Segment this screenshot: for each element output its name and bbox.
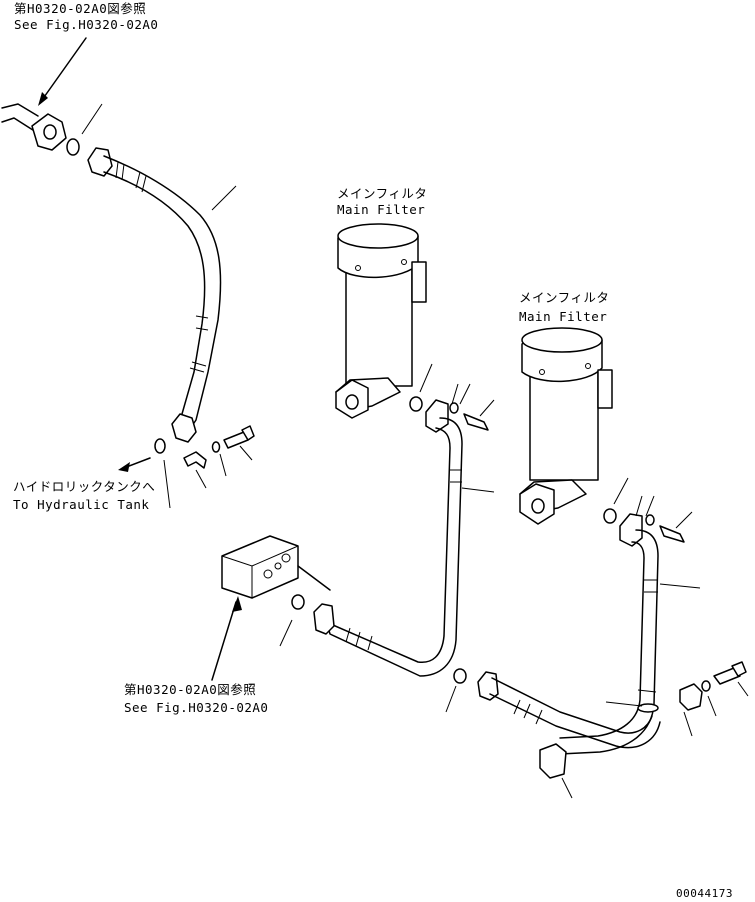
pipe-outer [325, 417, 463, 677]
ref-top-leader [41, 37, 87, 101]
leader-line [219, 453, 227, 477]
pipe-flange [313, 603, 335, 635]
pipe-joint [637, 703, 659, 713]
leader-line [613, 477, 629, 505]
filter1-pipe [325, 399, 463, 677]
hose-flange [87, 147, 113, 177]
block-edge [221, 545, 299, 598]
filter2-label-jp: メインフィルタ [519, 290, 609, 305]
block-port [263, 569, 273, 579]
leader-line [451, 383, 495, 493]
block-connection [297, 565, 331, 591]
filter1-body [345, 261, 413, 387]
bolt-head [241, 425, 255, 441]
pipe-outer [491, 677, 653, 734]
filter2-cap [521, 327, 603, 353]
pipe-inner [489, 693, 661, 749]
filter1-indicator [411, 261, 427, 303]
leader-line [683, 711, 693, 737]
filter2-bolt [539, 369, 545, 375]
filter2-outlet-bore [531, 498, 545, 514]
filter2-bolt [585, 363, 591, 369]
leader-line [239, 445, 253, 461]
leader-line [737, 681, 749, 697]
leader-line [707, 695, 717, 717]
flange-bore [43, 124, 57, 140]
bolt [713, 667, 741, 685]
filter1-outlet-bore [345, 394, 359, 410]
split-flange [183, 451, 207, 469]
filter1-cap [337, 223, 419, 249]
filter1-bolt [355, 265, 361, 271]
block-port [274, 562, 282, 570]
filter1-label-en: Main Filter [337, 202, 425, 217]
pipe-flange [619, 513, 643, 547]
hose-inner [103, 171, 206, 427]
filter1-label-jp: メインフィルタ [337, 186, 427, 201]
leader-line [561, 777, 573, 799]
hose-lower-fitting [171, 413, 197, 443]
ref-bottom-arrow-head [232, 596, 242, 612]
hose-band [189, 315, 209, 373]
bolt [659, 525, 685, 543]
upper-left-pipe-assembly [1, 103, 255, 472]
leader-line [635, 495, 701, 589]
leader-line [211, 185, 237, 211]
leader-line [81, 103, 103, 135]
ref-top-jp: 第H0320-02A0図参照 [14, 1, 146, 16]
tank-label-jp: ハイドロリックタンクへ [13, 479, 155, 494]
hose-outer [103, 155, 222, 433]
ref-top-en: See Fig.H0320-02A0 [14, 17, 158, 32]
tank-label-en: To Hydraulic Tank [13, 497, 149, 512]
o-ring [154, 438, 166, 454]
filter2-indicator [597, 369, 613, 409]
ref-bottom-en: See Fig.H0320-02A0 [124, 700, 268, 715]
o-ring [291, 594, 305, 610]
main-filter-2 [519, 327, 613, 525]
washer [645, 514, 655, 526]
ref-bottom-leader [211, 601, 237, 681]
tank-arrow-head [118, 462, 130, 472]
bolt-head [731, 661, 747, 677]
pipe-band [450, 469, 462, 483]
leader-line [445, 685, 457, 713]
washer [211, 441, 221, 453]
block-port [281, 553, 291, 563]
ref-top-arrow-head [38, 92, 48, 106]
block-body [221, 535, 299, 599]
leader-line [279, 619, 293, 647]
o-ring [453, 668, 467, 684]
leader-line [163, 459, 171, 509]
ref-bottom-jp: 第H0320-02A0図参照 [124, 682, 256, 697]
pipe-band [513, 699, 543, 725]
drawing-number: 00044173 [676, 887, 733, 900]
pipe-band [644, 579, 658, 593]
clamp [539, 743, 567, 779]
bolt [463, 413, 489, 431]
leader-line [605, 701, 643, 707]
filter2-pipe [559, 513, 659, 755]
filter1-bolt [401, 259, 407, 265]
main-filter-1 [335, 223, 427, 419]
pipe-inner [559, 541, 645, 739]
pipe-inner [325, 427, 451, 664]
leader-line [419, 363, 433, 393]
lower-return-pipe [477, 671, 661, 749]
o-ring [66, 138, 80, 156]
o-ring [603, 508, 617, 524]
o-ring [409, 396, 423, 412]
leader-line [195, 469, 207, 489]
filter2-label-en: Main Filter [519, 309, 607, 324]
hose-band [115, 161, 147, 193]
pipe-stub [1, 103, 39, 133]
manifold-block [221, 535, 331, 599]
washer [701, 680, 711, 692]
washer [449, 402, 459, 414]
pipe-flange [425, 399, 449, 433]
pipe-band [345, 627, 373, 651]
clamp [679, 683, 703, 711]
